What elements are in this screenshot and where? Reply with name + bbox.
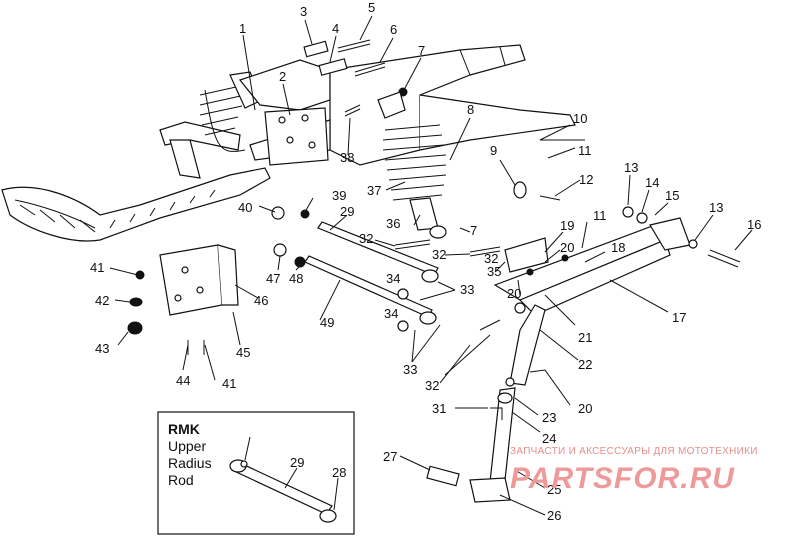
callout-41a: 41 xyxy=(90,260,104,275)
callout-33b: 33 xyxy=(403,362,417,377)
callout-21: 21 xyxy=(578,330,592,345)
callout-3: 3 xyxy=(300,4,307,19)
callout-37: 37 xyxy=(367,183,381,198)
callout-14: 14 xyxy=(645,175,659,190)
inset-heading: RMK xyxy=(168,421,200,437)
callout-27: 27 xyxy=(383,449,397,464)
callout-4: 4 xyxy=(332,21,339,36)
spindle-bracket-plate xyxy=(264,107,329,166)
watermark: ЗАПЧАСТИ И АКСЕССУАРЫ ДЛЯ МОТОТЕХНИКИ PA… xyxy=(510,446,758,495)
callout-9: 9 xyxy=(490,143,497,158)
callout-13: 13 xyxy=(624,160,638,175)
callout-36: 36 xyxy=(386,216,400,231)
callout-1: 1 xyxy=(239,21,246,36)
rmk-inset: RMK Upper Radius Rod 29 28 xyxy=(157,411,355,535)
callout-6: 6 xyxy=(390,22,397,37)
callout-48: 48 xyxy=(289,271,303,286)
callout-2: 2 xyxy=(279,69,286,84)
callout-34a: 34 xyxy=(386,271,400,286)
callout-44: 44 xyxy=(176,373,190,388)
callout-46: 46 xyxy=(254,293,268,308)
callout-43: 43 xyxy=(95,341,109,356)
callout-17: 17 xyxy=(672,310,686,325)
callout-7b: 7 xyxy=(470,223,477,238)
callout-13b: 13 xyxy=(709,200,723,215)
watermark-caption: ЗАПЧАСТИ И АКСЕССУАРЫ ДЛЯ МОТОТЕХНИКИ xyxy=(510,446,758,457)
callout-25: 25 xyxy=(547,482,561,497)
callout-34b: 34 xyxy=(384,306,398,321)
callout-45: 45 xyxy=(236,345,250,360)
callout-39: 39 xyxy=(332,188,346,203)
callout-26: 26 xyxy=(547,508,561,523)
callout-7: 7 xyxy=(418,43,425,58)
callout-12: 12 xyxy=(579,172,593,187)
right-shock-absorber xyxy=(377,91,447,239)
callout-10: 10 xyxy=(573,111,587,126)
radius-rods xyxy=(304,221,439,325)
callout-8: 8 xyxy=(467,102,474,117)
callout-47: 47 xyxy=(266,271,280,286)
callout-22: 22 xyxy=(578,357,592,372)
callout-32b: 32 xyxy=(432,247,446,262)
callout-49: 49 xyxy=(320,315,334,330)
callout-32c: 32 xyxy=(425,378,439,393)
callout-5: 5 xyxy=(368,0,375,15)
upper-bolts xyxy=(303,39,408,117)
callout-16: 16 xyxy=(747,217,761,232)
callout-11: 11 xyxy=(578,143,592,158)
callout-41b: 41 xyxy=(222,376,236,391)
callout-32d: 32 xyxy=(484,251,498,266)
callout-24: 24 xyxy=(542,431,556,446)
callout-20: 20 xyxy=(560,240,574,255)
callout-23: 23 xyxy=(542,410,556,425)
leader-lines xyxy=(109,15,753,516)
callout-19: 19 xyxy=(560,218,574,233)
callout-15: 15 xyxy=(665,188,679,203)
callout-32a: 32 xyxy=(359,231,373,246)
callout-11b: 11 xyxy=(593,208,607,223)
inset-line2: Radius xyxy=(168,455,212,471)
inset-line3: Rod xyxy=(168,472,194,488)
inset-line1: Upper xyxy=(168,438,206,454)
callout-35: 35 xyxy=(487,264,501,279)
callout-40: 40 xyxy=(238,200,252,215)
callout-42: 42 xyxy=(95,293,109,308)
ski-drawing xyxy=(1,167,271,242)
callout-29-inset: 29 xyxy=(290,455,304,470)
left-shock-and-bracket xyxy=(159,71,263,179)
callout-29: 29 xyxy=(340,204,354,219)
watermark-brand: PARTSFOR.RU xyxy=(510,462,735,495)
callout-numbers: 1 2 3 4 5 6 7 7 8 9 10 11 11 12 13 13 14… xyxy=(90,0,761,523)
callout-20c: 20 xyxy=(578,401,592,416)
callout-20b: 20 xyxy=(507,286,521,301)
callout-31: 31 xyxy=(432,401,446,416)
callout-38: 38 xyxy=(340,150,354,165)
callout-33a: 33 xyxy=(460,282,474,297)
callout-18: 18 xyxy=(611,240,625,255)
mount-plate xyxy=(159,244,239,316)
callout-28-inset: 28 xyxy=(332,465,346,480)
